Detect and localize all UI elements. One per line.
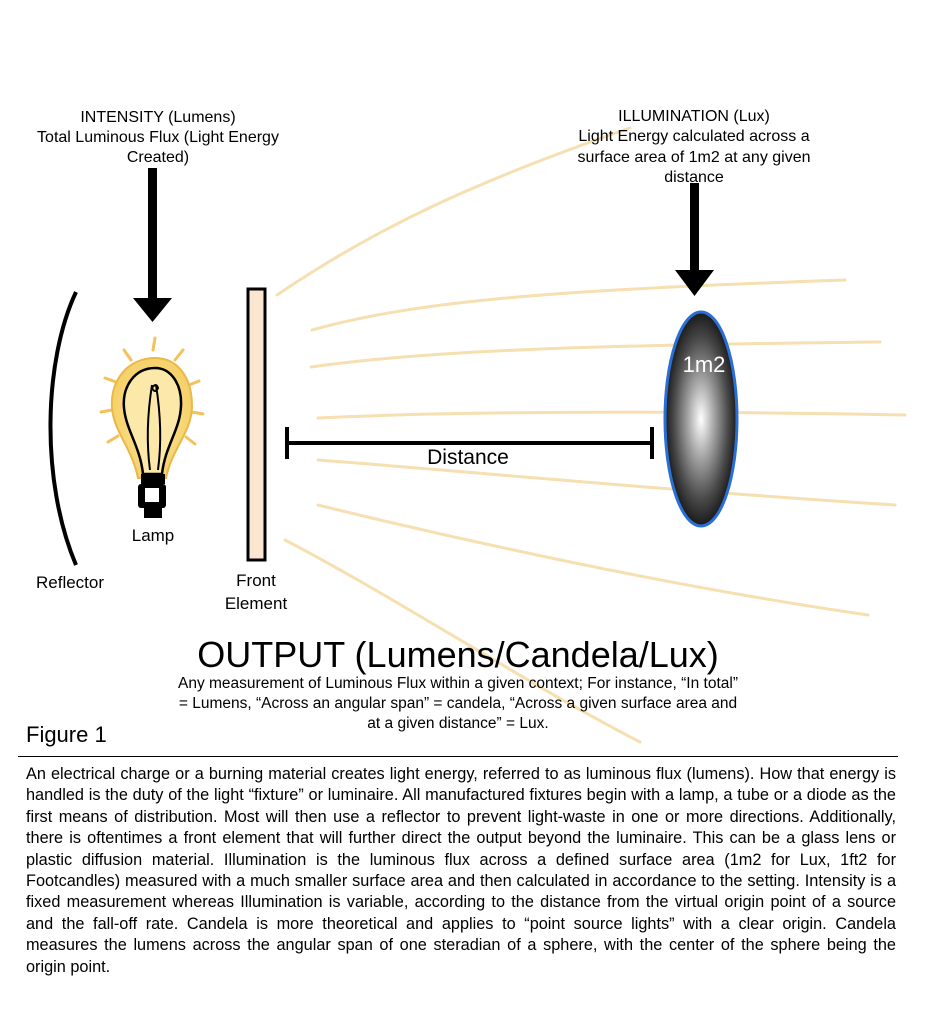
light-ray (310, 278, 847, 332)
distance-bar (285, 427, 654, 459)
output-title: OUTPUT (Lumens/Candela/Lux) (197, 634, 719, 675)
reflector-label: Reflector (36, 573, 104, 592)
light-rays (275, 126, 907, 744)
intensity-title: INTENSITY (Lumens) (80, 109, 235, 126)
light-ray (309, 340, 882, 369)
front-element (246, 287, 267, 562)
divider (18, 756, 898, 757)
intensity-arrow-icon (133, 168, 172, 322)
illumination-description-line: distance (664, 169, 724, 186)
light-ray (316, 503, 870, 617)
light-ray (283, 538, 642, 744)
intensity-description-line: Created) (127, 149, 189, 166)
light-output-diagram: INTENSITY (Lumens) Total Luminous Flux (… (36, 108, 907, 744)
figure-label: Figure 1 (26, 722, 107, 747)
front-element-label: Front (236, 571, 276, 590)
output-description-line: at a given distance” = Lux. (367, 715, 548, 732)
surface-area-ellipse (663, 310, 739, 528)
description-paragraph: An electrical charge or a burning materi… (26, 765, 896, 976)
lamp-label: Lamp (132, 526, 175, 545)
lamp-icon (99, 336, 205, 518)
light-ray (275, 126, 632, 297)
output-description-line: = Lumens, “Across an angular span” = can… (179, 695, 737, 712)
front-element-label: Element (225, 594, 288, 613)
reflector-curve (48, 291, 78, 566)
illumination-description-line: surface area of 1m2 at any given (577, 149, 810, 166)
distance-label: Distance (427, 446, 509, 469)
illumination-title: ILLUMINATION (Lux) (618, 108, 770, 125)
area-label: 1m2 (683, 352, 726, 377)
light-ray (316, 458, 897, 507)
output-description-line: Any measurement of Luminous Flux within … (178, 675, 738, 692)
intensity-description-line: Total Luminous Flux (Light Energy (37, 129, 279, 146)
illumination-arrow-icon (675, 183, 714, 296)
illumination-description-line: Light Energy calculated across a (578, 128, 809, 145)
light-ray (316, 410, 907, 420)
